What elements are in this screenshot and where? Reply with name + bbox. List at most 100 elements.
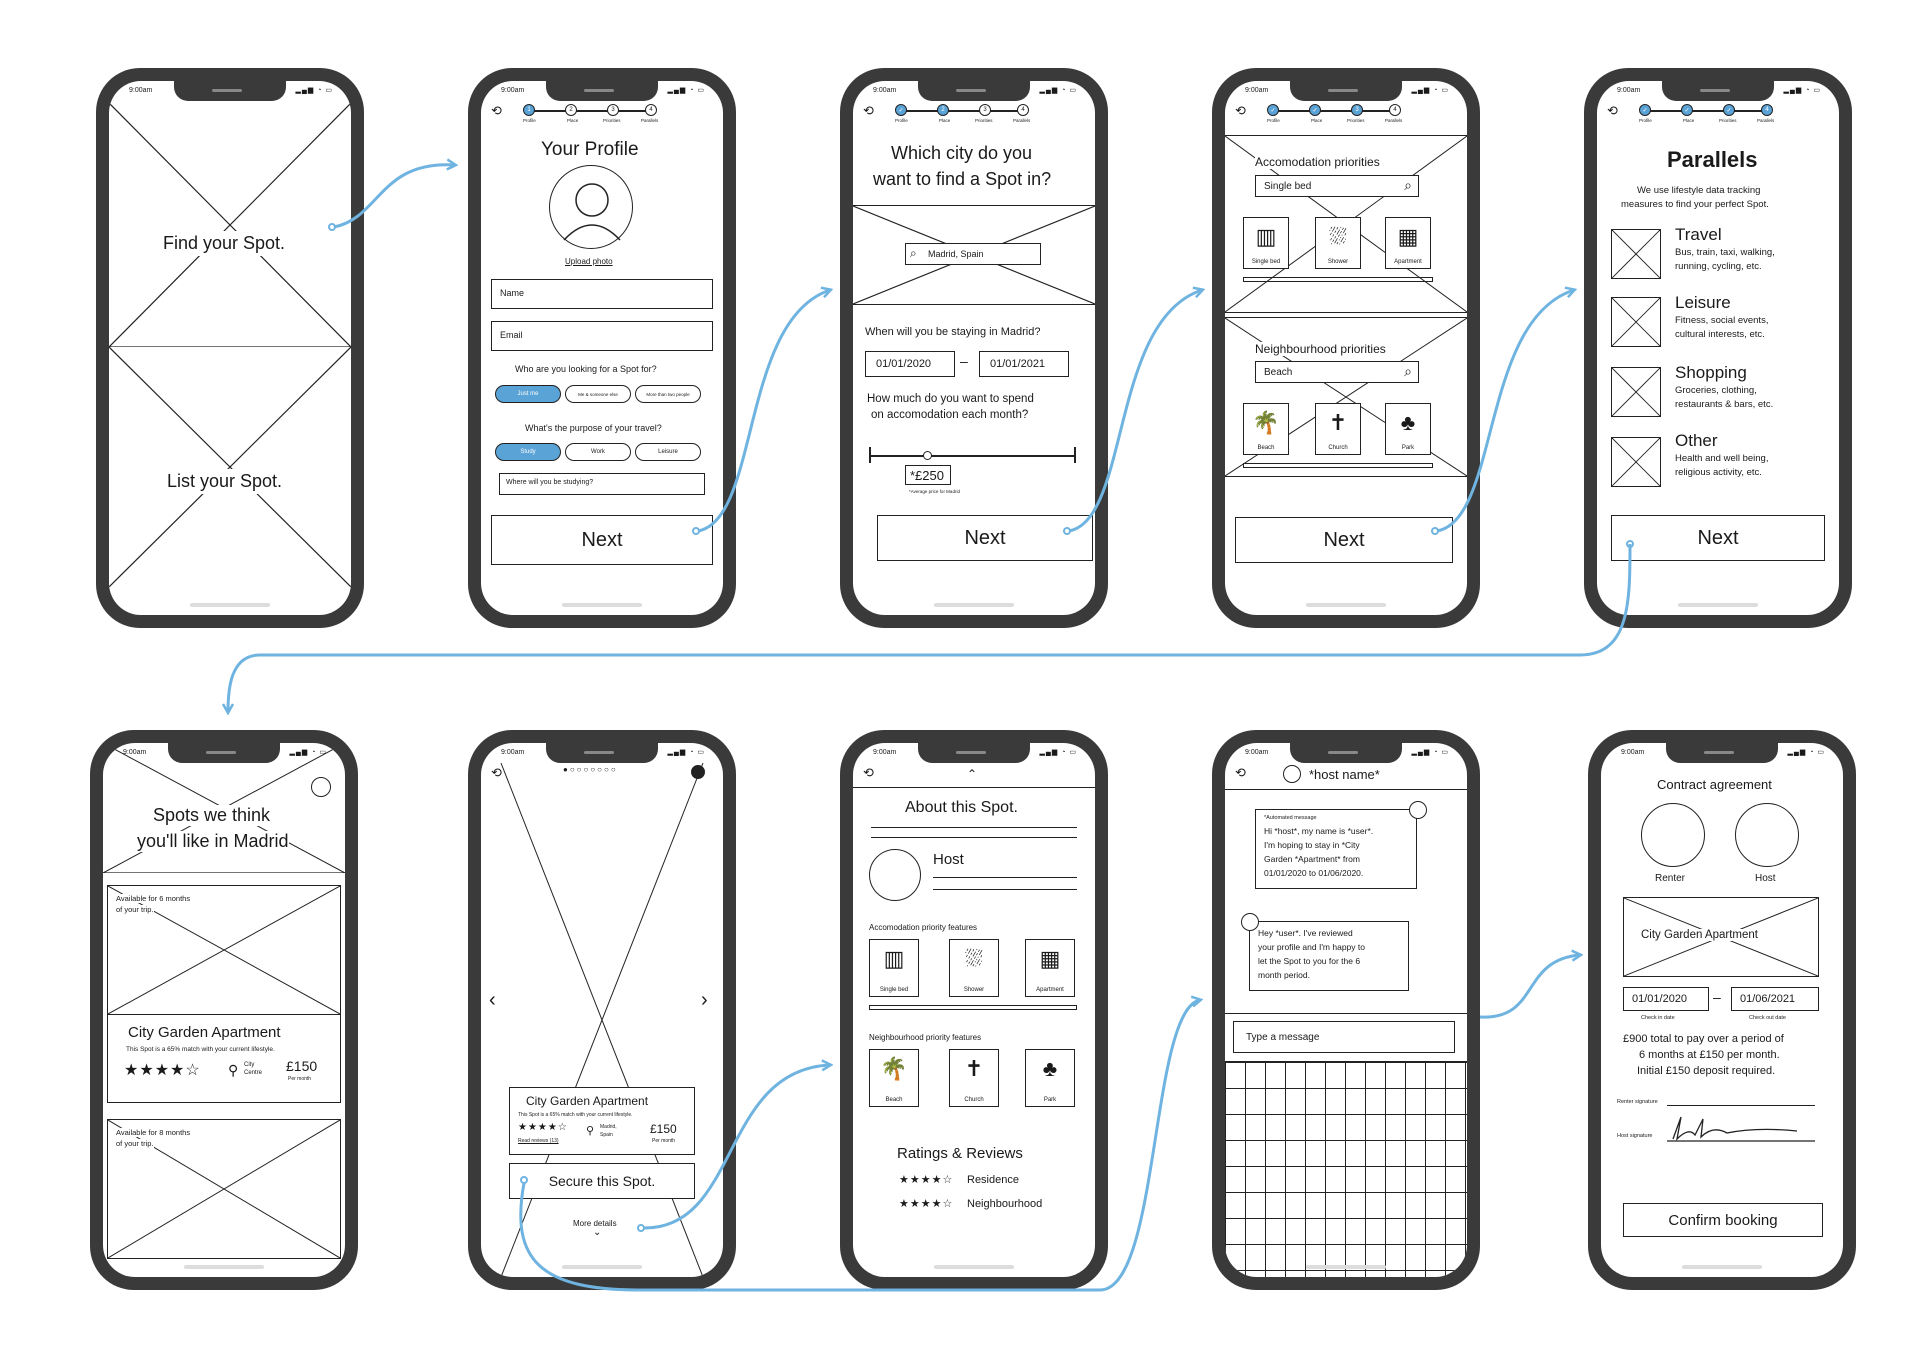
status-time: 9:00am xyxy=(1617,87,1641,94)
find-spot-button[interactable]: Find your Spot. xyxy=(159,231,290,256)
email-field[interactable]: Email xyxy=(491,321,713,351)
study-location-field[interactable]: Where will you be studying? xyxy=(499,473,705,495)
tile-church[interactable]: ✝Church xyxy=(1315,403,1361,455)
back-icon[interactable]: ⟲ xyxy=(491,765,502,780)
purpose-option-study[interactable]: Study xyxy=(495,443,561,461)
tile-single-bed[interactable]: ▥Single bed xyxy=(1243,217,1289,269)
next-button[interactable]: Next xyxy=(491,515,713,565)
status-time: 9:00am xyxy=(1621,749,1645,756)
travel-desc-2: running, cycling, etc. xyxy=(1675,261,1762,272)
budget-slider-track[interactable] xyxy=(869,455,1075,457)
status-time: 9:00am xyxy=(123,749,147,756)
chevron-left-icon[interactable]: ‹ xyxy=(489,989,496,1011)
spot-card-1[interactable]: Available for 6 months of your trip. Cit… xyxy=(107,885,341,1103)
tile-label: Apartment xyxy=(1036,987,1064,993)
notch xyxy=(174,81,286,101)
step-3: 3 xyxy=(1351,104,1363,116)
accommodation-search-field[interactable]: Single bed ⌕ xyxy=(1255,175,1419,197)
purpose-option-work[interactable]: Work xyxy=(565,443,631,461)
step-label-4: Parallels xyxy=(1385,118,1403,123)
slider-end-right xyxy=(1074,447,1076,463)
chevron-up-icon[interactable]: ⌃ xyxy=(967,767,978,781)
tile-apartment[interactable]: ▦Apartment xyxy=(1385,217,1431,269)
availability-line-2: of your trip. xyxy=(116,1139,154,1148)
purpose-option-leisure[interactable]: Leisure xyxy=(635,443,701,461)
back-icon[interactable]: ⟲ xyxy=(863,103,874,118)
renter-signature-line[interactable] xyxy=(1667,1105,1815,1107)
back-icon[interactable]: ⟲ xyxy=(491,103,502,118)
confirm-booking-button[interactable]: Confirm booking xyxy=(1623,1203,1823,1237)
tile-shower[interactable]: ⛆Shower xyxy=(1315,217,1361,269)
next-button[interactable]: Next xyxy=(877,515,1093,561)
tile-shower: ⛆Shower xyxy=(949,939,999,997)
neighbourhood-scrollbar[interactable] xyxy=(1243,463,1433,468)
apartment-name: City Garden Apartment xyxy=(128,1024,281,1041)
back-icon[interactable]: ⟲ xyxy=(1235,103,1246,118)
spot-card-2[interactable]: Available for 8 months of your trip. xyxy=(107,1119,341,1259)
date-from-value: 01/01/2020 xyxy=(876,358,932,370)
who-option-me-and-someone[interactable]: Me & someone else xyxy=(565,385,631,403)
location-line-1: Madrid, xyxy=(600,1124,617,1130)
flow-dot-next-2 xyxy=(692,527,700,535)
screen-contract: 9:00am ▂▄▆ ◔ ▭ Contract agreement Renter… xyxy=(1601,743,1843,1277)
city-search-field[interactable]: ⌕ Madrid, Spain xyxy=(905,243,1041,265)
rating-stars: ★★★★☆ xyxy=(518,1122,568,1133)
chevron-down-icon[interactable]: ⌄ xyxy=(593,1227,602,1238)
secure-spot-button[interactable]: Secure this Spot. xyxy=(509,1163,695,1199)
host-avatar[interactable] xyxy=(869,849,921,901)
step-label-1: Profile xyxy=(895,118,908,123)
host-avatar[interactable] xyxy=(1283,765,1301,783)
budget-slider-handle[interactable] xyxy=(923,451,932,460)
heart-icon[interactable] xyxy=(691,765,705,779)
back-icon[interactable]: ⟲ xyxy=(863,765,874,780)
check-in-field: 01/01/2020 xyxy=(1623,987,1709,1011)
message-input[interactable]: Type a message xyxy=(1233,1021,1455,1053)
status-icons: ▂▄▆ ◔ ▭ xyxy=(667,87,705,94)
chevron-right-icon[interactable]: › xyxy=(701,989,708,1011)
stepper-line xyxy=(901,110,1021,112)
phone-which-city: 9:00am ▂▄▆ ◔ ▭ ⟲ ✓ 2 3 4 Profile Place P… xyxy=(840,68,1108,628)
next-button[interactable]: Next xyxy=(1611,515,1825,561)
read-reviews-link[interactable]: Read reviews (13) xyxy=(518,1138,559,1144)
phone-your-profile: 9:00am ▂▄▆ ◔ ▭ ⟲ 1 2 3 4 Profile Place P… xyxy=(468,68,736,628)
screen-about-spot: 9:00am ▂▄▆ ◔ ▭ ⟲ ⌃ About this Spot. Host… xyxy=(853,743,1095,1277)
tile-label: Park xyxy=(1401,445,1415,451)
keyboard[interactable] xyxy=(1225,1061,1467,1277)
renter-label: Renter xyxy=(1655,873,1686,884)
phone-spots-list: 9:00am ▂▄▆ ◔ ▭ Spots we think you'll lik… xyxy=(90,730,358,1290)
upload-photo-link[interactable]: Upload photo xyxy=(565,257,613,266)
title-line-2: you'll like in Madrid xyxy=(137,831,289,852)
tile-single-bed: ▥Single bed xyxy=(869,939,919,997)
profile-silhouette-icon xyxy=(563,183,621,241)
study-placeholder: Where will you be studying? xyxy=(506,479,594,486)
shopping-desc-1: Groceries, clothing, xyxy=(1675,385,1757,396)
list-spot-button[interactable]: List your Spot. xyxy=(163,469,287,494)
neighbourhood-search-field[interactable]: Beach ⌕ xyxy=(1255,361,1419,383)
accommodation-scrollbar[interactable] xyxy=(869,1005,1077,1010)
back-icon[interactable]: ⟲ xyxy=(1607,103,1618,118)
slider-end-left xyxy=(869,447,871,463)
filter-icon[interactable] xyxy=(311,777,331,797)
palm-tree-icon: 🌴 xyxy=(1252,410,1280,435)
tile-park[interactable]: ♣Park xyxy=(1385,403,1431,455)
next-button[interactable]: Next xyxy=(1235,517,1453,563)
location-line-2: Centre xyxy=(244,1070,263,1076)
gallery-pagination-dots[interactable]: ●○○○○○○○ xyxy=(563,765,618,774)
travel-desc-1: Bus, train, taxi, walking, xyxy=(1675,247,1775,258)
leisure-title: Leisure xyxy=(1675,293,1731,312)
who-option-more-than-two[interactable]: More than two people xyxy=(635,385,701,403)
payment-line-1: £900 total to pay over a period of xyxy=(1623,1033,1784,1045)
home-indicator xyxy=(1678,603,1758,607)
who-option-just-me[interactable]: Just me xyxy=(495,385,561,403)
accommodation-scrollbar[interactable] xyxy=(1243,277,1433,282)
tile-beach[interactable]: 🌴Beach xyxy=(1243,403,1289,455)
search-icon: ⌕ xyxy=(1404,177,1412,193)
step-label-2: Place xyxy=(1311,118,1323,123)
date-from-field[interactable]: 01/01/2020 xyxy=(865,351,955,377)
back-icon[interactable]: ⟲ xyxy=(1235,765,1246,780)
profile-avatar[interactable] xyxy=(549,165,633,249)
check-in-label: Check in date xyxy=(1641,1015,1675,1021)
other-desc-2: religious activity, etc. xyxy=(1675,467,1762,478)
date-to-field[interactable]: 01/01/2021 xyxy=(979,351,1069,377)
name-field[interactable]: Name xyxy=(491,279,713,309)
